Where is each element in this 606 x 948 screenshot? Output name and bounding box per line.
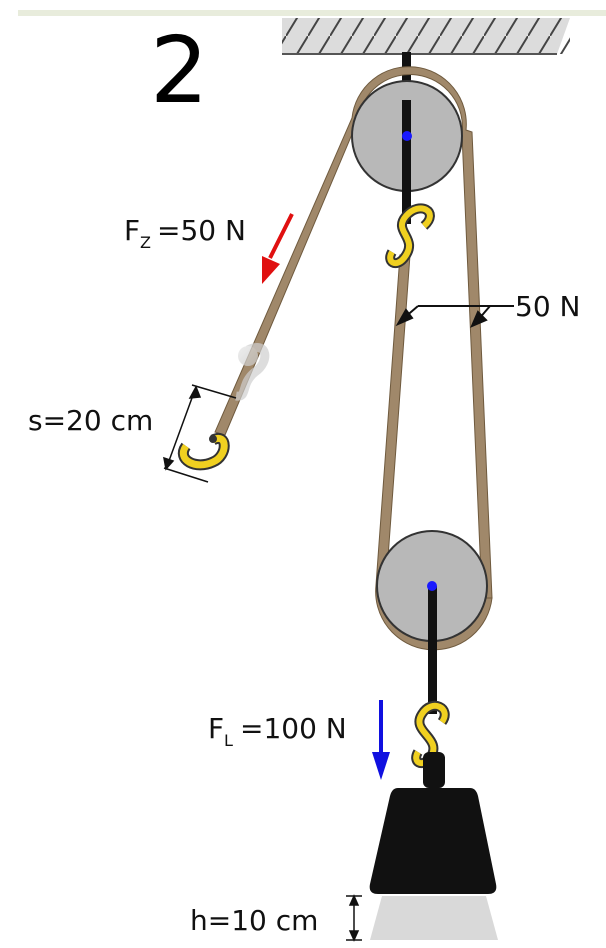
load-force-arrow (372, 700, 390, 780)
pull-force-label-main: F (124, 214, 140, 247)
ghost-hook (235, 343, 270, 401)
pull-force-label-value: =50 N (157, 214, 246, 247)
pull-force-arrow (262, 213, 294, 284)
load-force-label-sub: L (224, 731, 233, 750)
upper-s-hook (385, 203, 435, 269)
ceiling (282, 18, 570, 55)
fixed-pulley-axle (402, 131, 412, 141)
pull-hook-fill (180, 434, 228, 469)
rope-tension-label: 50 N (515, 290, 580, 323)
pull-hook-eye (209, 435, 217, 443)
lift-height-label: h=10 cm (190, 904, 318, 937)
weight (369, 752, 497, 894)
pull-distance-label: s=20 cm (28, 404, 153, 437)
lower-s-hook-fill (413, 702, 448, 767)
pull-force-label-sub: Z (140, 233, 151, 252)
load-force-label-main: F (208, 712, 224, 745)
upper-s-hook-fill (387, 205, 433, 267)
figure-number: 2 (150, 17, 209, 124)
distance-measure (163, 384, 237, 483)
top-separator (18, 10, 606, 16)
tension-pointer (395, 305, 514, 328)
movable-pulley-axle (427, 581, 437, 591)
load-force-label-value: =100 N (240, 712, 347, 745)
fixed-pulley-axle-rod (402, 100, 411, 224)
weight-original-position (370, 896, 498, 940)
movable-pulley-rod (428, 586, 437, 714)
height-measure (346, 894, 362, 942)
